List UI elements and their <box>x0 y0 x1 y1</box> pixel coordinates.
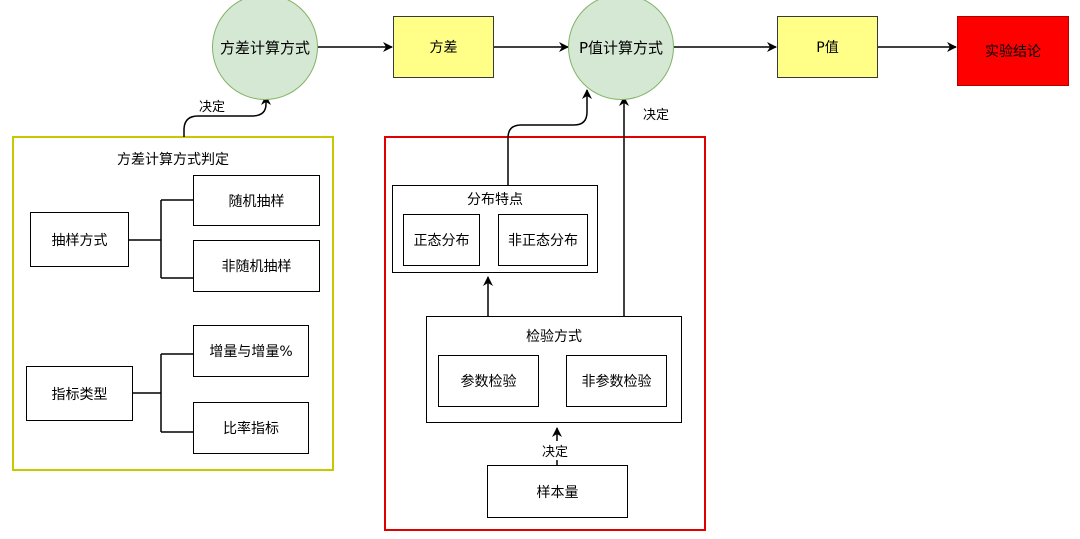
nonparametric-test-box: 非参数检验 <box>566 355 667 407</box>
sample-size-label: 样本量 <box>536 484 579 501</box>
test-method-title: 检验方式 <box>526 329 582 345</box>
sampling-method-box: 抽样方式 <box>30 212 129 267</box>
increment-box: 增量与增量% <box>193 325 309 377</box>
nonparametric-test-label: 非参数检验 <box>581 374 652 390</box>
random-sampling-box: 随机抽样 <box>193 175 320 226</box>
p-value-node: P值 <box>777 16 878 78</box>
metric-type-label: 指标类型 <box>51 386 108 403</box>
p-method-node: P值计算方式 <box>568 0 674 100</box>
edge-label-decide-right: 决定 <box>642 104 671 123</box>
sampling-bracket <box>129 199 193 279</box>
edge-label-decide-left: 决定 <box>198 96 227 115</box>
p-value-label: P值 <box>816 40 839 56</box>
p-method-label: P值计算方式 <box>578 38 664 57</box>
non-normal-distribution-label: 非正态分布 <box>508 233 578 249</box>
parametric-test-box: 参数检验 <box>438 355 539 407</box>
nonrandom-sampling-label: 非随机抽样 <box>221 259 292 275</box>
ratio-metric-label: 比率指标 <box>223 421 279 437</box>
distribution-title: 分布特点 <box>467 192 523 208</box>
conclusion-label: 实验结论 <box>985 44 1041 60</box>
variance-method-label: 方差计算方式 <box>219 38 310 57</box>
normal-distribution-box: 正态分布 <box>403 214 480 266</box>
right-group-border <box>384 136 706 531</box>
sampling-method-label: 抽样方式 <box>51 232 108 249</box>
nonrandom-sampling-box: 非随机抽样 <box>193 240 320 292</box>
ratio-metric-box: 比率指标 <box>193 402 309 454</box>
non-normal-distribution-box: 非正态分布 <box>498 214 588 266</box>
metric-type-box: 指标类型 <box>26 366 133 421</box>
variance-method-node: 方差计算方式 <box>212 0 318 100</box>
variance-label: 方差 <box>429 40 458 56</box>
increment-label: 增量与增量% <box>209 344 293 360</box>
edge-distribution-pmethod <box>507 89 592 185</box>
left-group-title: 方差计算方式判定 <box>117 152 229 168</box>
variance-node: 方差 <box>393 16 494 78</box>
metric-bracket <box>133 353 193 433</box>
normal-distribution-label: 正态分布 <box>413 233 470 249</box>
sample-size-box: 样本量 <box>487 465 628 518</box>
parametric-test-label: 参数检验 <box>460 374 517 390</box>
conclusion-node: 实验结论 <box>957 16 1069 86</box>
random-sampling-label: 随机抽样 <box>228 193 285 210</box>
left-group-border <box>12 136 334 471</box>
edge-leftgroup-varmethod <box>183 95 271 137</box>
edge-label-decide-bottom: 决定 <box>541 441 570 460</box>
